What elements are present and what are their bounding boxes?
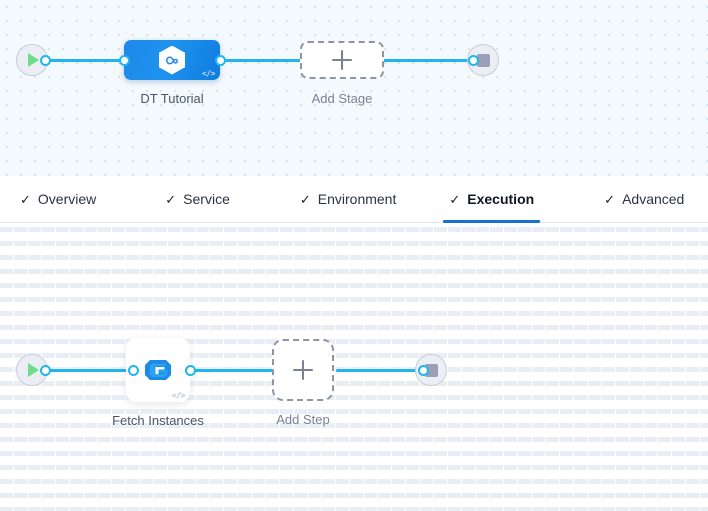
port-fetch-instances-in[interactable] xyxy=(128,365,139,376)
add-step-label: Add Step xyxy=(276,412,330,427)
plus-icon xyxy=(293,360,313,380)
check-icon: ✓ xyxy=(20,191,31,207)
check-icon: ✓ xyxy=(604,191,616,207)
tab-overview[interactable]: ✓ Overview xyxy=(6,176,110,223)
port-dt-tutorial-out[interactable] xyxy=(215,55,226,66)
execution-step-canvas[interactable]: </> Fetch Instances Add Step xyxy=(0,223,708,511)
harness-infinity-icon xyxy=(159,45,185,75)
tab-label: Advanced xyxy=(622,191,685,207)
port-step-start-out[interactable] xyxy=(40,365,51,376)
tab-execution[interactable]: ✓ Execution xyxy=(435,176,548,223)
code-badge-icon: </> xyxy=(202,69,215,78)
play-icon xyxy=(28,53,39,67)
check-icon: ✓ xyxy=(299,191,311,207)
stage-config-tabs: ✓ Overview ✓ Service ✓ Environment ✓ Exe… xyxy=(0,176,708,223)
port-dt-tutorial-in[interactable] xyxy=(119,55,130,66)
stop-icon xyxy=(476,53,490,67)
stage-node-dt-tutorial[interactable]: </> xyxy=(124,40,220,80)
add-stage-button[interactable] xyxy=(300,41,384,79)
edge-add-stage-to-end xyxy=(382,59,472,62)
check-icon: ✓ xyxy=(449,191,461,207)
edge-start-to-fetch-instances xyxy=(45,369,133,372)
edge-dt-tutorial-to-add-stage xyxy=(218,59,304,62)
elastigroup-e-icon xyxy=(145,360,171,380)
play-icon xyxy=(28,363,39,377)
tab-advanced[interactable]: ✓ Advanced xyxy=(590,176,698,223)
plus-icon xyxy=(332,50,352,70)
tab-environment[interactable]: ✓ Environment xyxy=(286,176,411,223)
check-icon: ✓ xyxy=(165,191,177,207)
stage-node-label-dt-tutorial: DT Tutorial xyxy=(140,91,204,106)
infinity-glyph xyxy=(165,55,178,65)
add-step-button[interactable] xyxy=(272,339,334,401)
port-step-end-in[interactable] xyxy=(418,365,429,376)
add-stage-label: Add Stage xyxy=(311,91,373,106)
port-fetch-instances-out[interactable] xyxy=(185,365,196,376)
edge-add-step-to-end xyxy=(336,369,422,372)
tab-label: Environment xyxy=(317,191,397,207)
tab-label: Service xyxy=(183,191,230,207)
step-node-label-fetch-instances: Fetch Instances xyxy=(112,413,204,428)
tab-label: Execution xyxy=(467,191,535,207)
tab-service[interactable]: ✓ Service xyxy=(151,176,244,223)
edge-start-to-dt-tutorial xyxy=(45,59,131,62)
pipeline-start-node[interactable] xyxy=(16,44,48,76)
tab-label: Overview xyxy=(37,191,97,207)
pipeline-stage-canvas[interactable]: </> DT Tutorial Add Stage xyxy=(0,0,708,176)
code-badge-icon: </> xyxy=(172,391,185,400)
port-start-out[interactable] xyxy=(40,55,51,66)
port-end-in[interactable] xyxy=(468,55,479,66)
edge-fetch-instances-to-add-step xyxy=(188,369,276,372)
